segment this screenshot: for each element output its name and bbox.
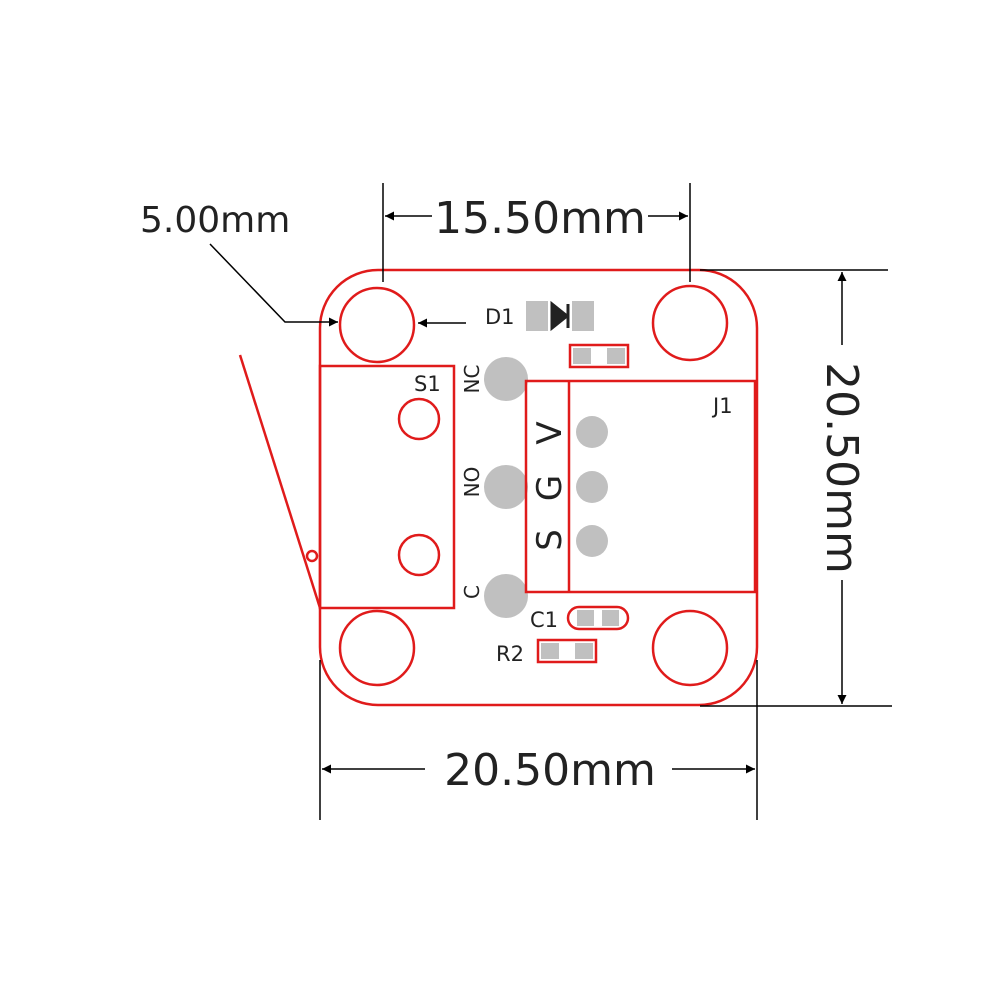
capacitor-c1-pad-left [577,610,594,626]
label-r2: R2 [496,642,524,666]
label-c1: C1 [530,608,558,632]
diode-d1-pad-left [526,301,548,331]
resistor-r2-outline [536,638,598,664]
pin-v [576,416,608,448]
dimension-hole-spacing: 15.50mm [434,193,646,244]
diode-d1-pad-right [572,301,594,331]
pin-nc [484,357,528,401]
pin-s [576,525,608,557]
dimension-board-height: 20.50mm [816,362,867,574]
dimension-board-width: 20.50mm [444,745,656,796]
label-c: C [460,585,484,599]
switch-s1-hole-lower [397,533,441,577]
label-s1: S1 [414,372,441,396]
switch-s1-hole-upper [397,397,441,441]
switch-s1-body [318,364,456,610]
label-j1: J1 [711,394,733,418]
mounting-hole-top-right [651,284,729,362]
capacitor-c1-outline [566,605,630,631]
leader-hole-diameter [209,243,338,327]
resistor-r2-pad-right [575,643,593,659]
capacitor-c1-pad-right [602,610,619,626]
label-no: NO [460,467,484,498]
resistor-r1-pad-right [607,348,625,364]
resistor-r1-outline [568,343,630,369]
mounting-hole-bottom-left [338,609,416,687]
pin-c [484,574,528,618]
mounting-hole-bottom-right [651,609,729,687]
diode-symbol-icon [550,300,570,332]
resistor-r1-pad-left [573,348,591,364]
label-v: V [530,421,570,444]
switch-lever [238,354,322,609]
resistor-r2-pad-left [541,643,559,659]
connector-j1-body [524,379,757,594]
label-d1: D1 [485,305,515,329]
label-nc: NC [460,365,484,394]
label-s: S [530,529,570,551]
label-g: G [530,475,570,501]
mounting-hole-top-left [338,286,416,364]
switch-lever-roller [305,549,319,563]
pin-g [576,471,608,503]
dimension-hole-diameter: 5.00mm [140,200,290,241]
pin-no [484,465,528,509]
